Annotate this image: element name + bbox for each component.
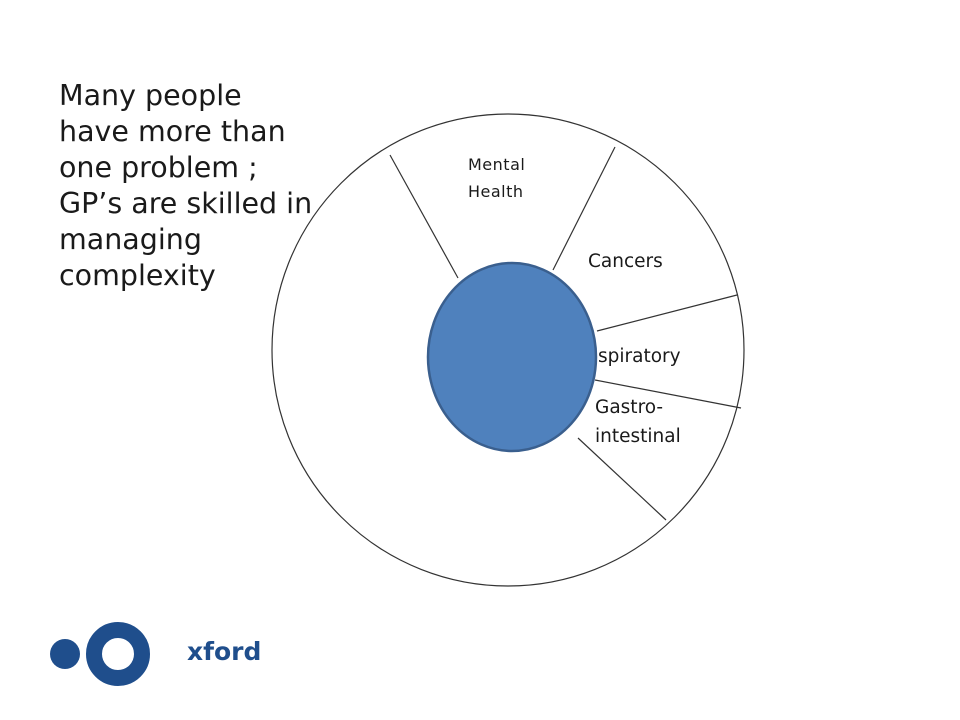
divider-line-5 bbox=[577, 437, 667, 521]
segment-label-mental-health: Mental Health bbox=[468, 151, 525, 205]
segment-label-line: spiratory bbox=[598, 346, 681, 367]
segment-label-gastro-intestinal: Gastro- intestinal bbox=[595, 393, 681, 451]
headline-text: Many people have more than one problem ;… bbox=[59, 78, 359, 294]
headline-line: complexity bbox=[59, 259, 216, 292]
divider-line-3 bbox=[596, 294, 738, 332]
segment-label-line: Gastro- bbox=[595, 397, 664, 418]
headline-line: Many people bbox=[59, 79, 242, 112]
outer-circle bbox=[271, 113, 745, 587]
headline-line: have more than bbox=[59, 115, 286, 148]
divider-line-1 bbox=[389, 154, 459, 279]
segment-label-line: Mental bbox=[468, 155, 526, 174]
logo-text: xford bbox=[187, 637, 262, 666]
divider-line-2 bbox=[552, 146, 616, 271]
oxford-logo: xford bbox=[48, 622, 261, 688]
segment-label-line: Cancers bbox=[588, 251, 663, 272]
logo-ring bbox=[86, 622, 150, 686]
segment-label-respiratory: spiratory bbox=[598, 345, 681, 369]
divider-line-4 bbox=[594, 379, 742, 409]
headline-line: managing bbox=[59, 223, 202, 256]
headline-line: GP’s are skilled in bbox=[59, 187, 313, 220]
segment-label-cancers: Cancers bbox=[588, 250, 663, 274]
logo-small-dot bbox=[50, 639, 80, 669]
oxford-logo-mark bbox=[50, 622, 150, 686]
segment-label-line: Health bbox=[468, 182, 524, 201]
headline-line: one problem ; bbox=[59, 151, 258, 184]
segment-label-line: intestinal bbox=[595, 426, 681, 447]
center-circle bbox=[426, 261, 598, 453]
